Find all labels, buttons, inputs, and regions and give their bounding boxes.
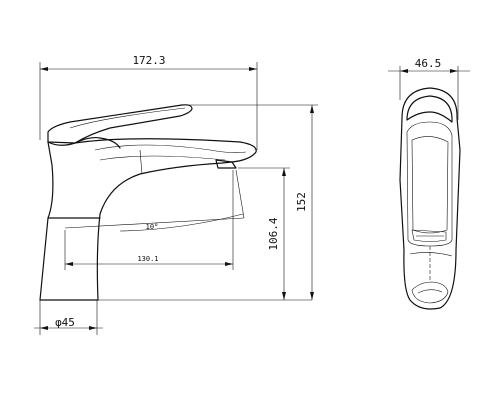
height-label: 152	[295, 192, 308, 212]
spout-bottom	[99, 161, 233, 215]
overall-length-label: 172.3	[132, 54, 165, 67]
dimension-overall-length: 172.3	[39, 54, 258, 150]
lever-handle	[47, 104, 193, 144]
reach-label: 130.1	[137, 255, 158, 263]
aerator	[215, 159, 237, 169]
end-view-outlet	[411, 229, 447, 242]
lever-joint	[47, 136, 121, 149]
faucet-end-view: 46.5	[388, 57, 470, 310]
body-front	[39, 141, 54, 301]
end-view-inner-2	[411, 136, 449, 234]
dimension-angle: 10°	[64, 169, 245, 232]
faucet-elevation-view	[39, 104, 312, 301]
dimension-spout-height: 106.4	[238, 167, 290, 300]
end-view-lever	[406, 95, 453, 123]
base-diameter-label: φ45	[55, 316, 75, 329]
side-width-label: 46.5	[415, 57, 442, 70]
dimension-base-diameter: φ45	[34, 300, 103, 335]
lever-inner-line	[69, 107, 186, 129]
angle-label: 10°	[146, 223, 159, 231]
dimension-height: 152	[180, 104, 318, 300]
spout-height-label: 106.4	[267, 217, 280, 250]
dimension-reach: 130.1	[64, 170, 234, 270]
end-view-outline	[399, 87, 461, 310]
spout-shadow-line	[99, 155, 226, 161]
spout-edge-mark	[139, 149, 143, 175]
end-view-base-oval	[411, 281, 449, 304]
body-rear	[96, 213, 101, 301]
spout-inner-line	[94, 144, 247, 153]
end-view-lower	[409, 252, 453, 257]
spout-top	[74, 138, 257, 163]
end-view-inner	[406, 121, 453, 247]
